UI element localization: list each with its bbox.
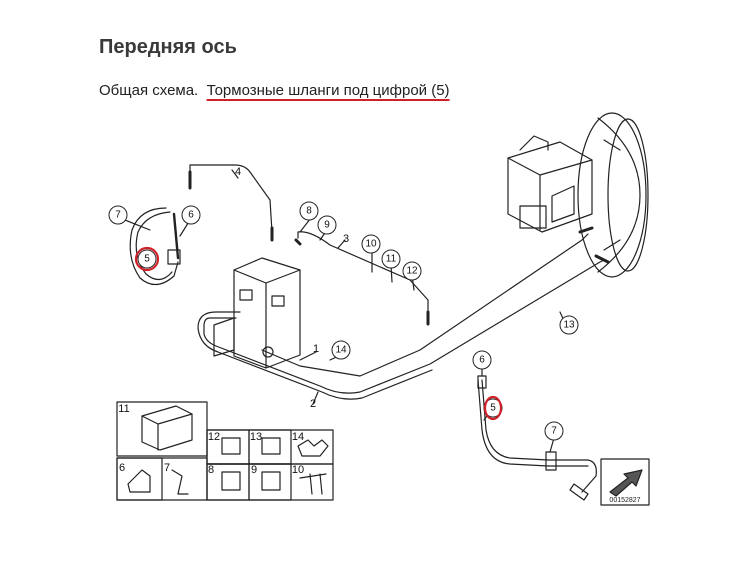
parts-grid-labels: 11 12 13 14 6 7 8 9 10 — [118, 403, 304, 476]
subtitle-prefix: Общая схема. — [99, 82, 199, 99]
parts-grid — [116, 401, 334, 501]
part-number-14: 14 — [292, 431, 304, 443]
label-2: 2 — [310, 398, 316, 410]
subtitle-highlight: Тормозные шланги под цифрой (5) — [206, 82, 450, 99]
svg-text:4: 4 — [235, 166, 241, 178]
brake-line-3 — [297, 231, 429, 319]
label-3: 3 — [343, 233, 349, 245]
abs-unit — [213, 257, 301, 369]
brake-line-4 — [189, 164, 273, 233]
callout-6-right: 6 — [472, 350, 492, 370]
callout-12: 12 — [402, 261, 422, 281]
svg-text:8: 8 — [306, 206, 312, 217]
brake-line-2 — [203, 259, 605, 394]
part-number-9: 9 — [251, 464, 257, 476]
callout-5-right-highlight: 5 — [483, 395, 503, 421]
svg-text:2: 2 — [310, 398, 316, 410]
svg-text:7: 7 — [115, 210, 121, 221]
part-number-12: 12 — [208, 431, 220, 443]
svg-text:9: 9 — [324, 220, 330, 231]
part-number-11: 11 — [118, 403, 129, 415]
callout-10: 10 — [361, 234, 381, 254]
callout-13: 13 — [559, 315, 579, 335]
brake-line-1 — [261, 233, 589, 377]
svg-text:7: 7 — [551, 426, 557, 437]
callout-14: 14 — [331, 340, 351, 360]
part-number-10: 10 — [292, 464, 304, 476]
svg-text:6: 6 — [479, 355, 485, 366]
callout-11: 11 — [381, 249, 401, 269]
part-number-6: 6 — [119, 462, 125, 474]
svg-text:5: 5 — [144, 254, 150, 265]
right-brake-hose — [477, 375, 597, 501]
label-1: 1 — [313, 343, 319, 355]
callout-6-left: 6 — [181, 205, 201, 225]
orientation-arrow-box — [600, 458, 650, 506]
svg-text:1: 1 — [313, 343, 319, 355]
svg-text:3: 3 — [343, 233, 349, 245]
svg-text:11: 11 — [386, 254, 397, 265]
svg-text:14: 14 — [335, 345, 347, 356]
page-title: Передняя ось — [99, 36, 237, 58]
svg-text:6: 6 — [188, 210, 194, 221]
part-number-8: 8 — [208, 464, 214, 476]
svg-text:5: 5 — [490, 403, 496, 414]
callout-9: 9 — [317, 215, 337, 235]
callout-8: 8 — [299, 201, 319, 221]
brake-booster — [577, 112, 649, 278]
callout-7-right: 7 — [544, 421, 564, 441]
drawing-code: 00152827 — [609, 497, 640, 504]
callout-5-left-highlight: 5 — [134, 246, 160, 272]
svg-text:13: 13 — [563, 320, 575, 331]
callout-7-left: 7 — [108, 205, 128, 225]
subtitle: Общая схема. Тормозные шланги под цифрой… — [99, 82, 450, 99]
callouts: 7 6 5 4 8 9 3 10 11 12 13 1 14 2 6 5 7 — [108, 166, 579, 441]
svg-text:12: 12 — [406, 266, 418, 277]
part-number-7: 7 — [164, 462, 170, 474]
label-4: 4 — [235, 166, 241, 178]
part-number-13: 13 — [250, 431, 262, 443]
left-brake-hose — [129, 207, 181, 286]
master-cylinder — [507, 135, 593, 233]
svg-text:10: 10 — [365, 239, 377, 250]
